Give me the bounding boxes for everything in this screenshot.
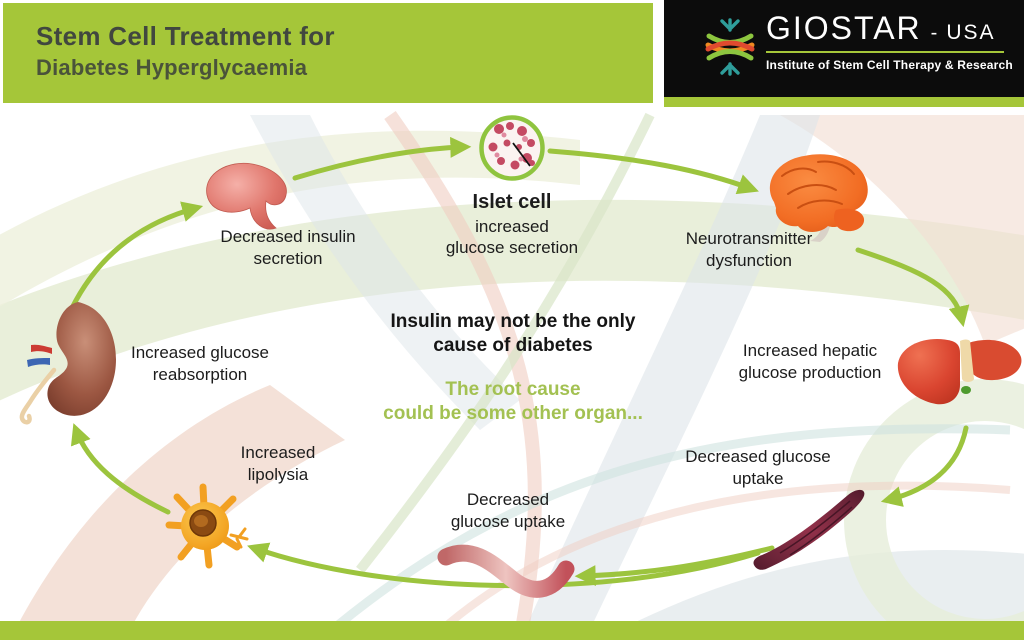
arrow-fatcell-to-kidney (70, 423, 171, 515)
arrow-kidney-to-pancreas (69, 201, 204, 311)
center-statement: Insulin may not be the only cause of dia… (390, 311, 636, 356)
liver-label: Increased hepatic glucose production (738, 341, 882, 382)
kidney-illustration (19, 302, 116, 425)
header-banner: Stem Cell Treatment for Diabetes Hypergl… (3, 3, 653, 103)
logo-brand: GIOSTAR (766, 10, 922, 46)
liver-illustration (897, 339, 1022, 405)
arrow-vessel-to-fatcell (247, 542, 761, 589)
logo-green-strip (664, 97, 1024, 107)
logo-region: USA (946, 21, 996, 44)
page-title: Stem Cell Treatment for (36, 21, 335, 51)
pancreas-illustration (206, 162, 287, 230)
arrow-pancreas-to-islet (292, 136, 472, 181)
arrow-liver-to-muscle (880, 425, 969, 507)
giostar-logo-box: GIOSTAR - USA Institute of Stem Cell The… (664, 0, 1024, 97)
footer-green-strip (0, 621, 1024, 640)
pancreas-label: Decreased insulin secretion (220, 227, 356, 268)
brain-illustration (769, 154, 868, 242)
logo-divider (766, 51, 1004, 53)
vessel-label: Decreased glucose uptake (450, 490, 566, 531)
islet-cell-micrograph (479, 115, 545, 181)
islet-cell-label: Islet cell increased glucose secretion (432, 190, 592, 259)
fat-cell-label: Increased lipolysia (240, 443, 316, 484)
muscle-illustration (753, 489, 865, 570)
center-highlight: The root cause could be some other organ… (383, 379, 643, 424)
muscle-label: Decreased glucose uptake (685, 447, 831, 488)
giostar-tree-icon (705, 18, 755, 76)
fat-cell-illustration (165, 483, 249, 569)
islet-cell-title: Islet cell (472, 191, 552, 213)
kidney-label: Increased glucose reabsorption (131, 343, 269, 384)
brain-label: Neurotransmitter dysfunction (685, 229, 813, 270)
logo-tagline: Institute of Stem Cell Therapy & Researc… (766, 58, 1013, 72)
blood-vessel-illustration (437, 544, 575, 598)
logo-dash: - (930, 22, 938, 44)
arrow-islet-to-brain (547, 148, 759, 195)
page-subtitle: Diabetes Hyperglycaemia (36, 55, 308, 80)
arrow-brain-to-liver (855, 247, 970, 328)
